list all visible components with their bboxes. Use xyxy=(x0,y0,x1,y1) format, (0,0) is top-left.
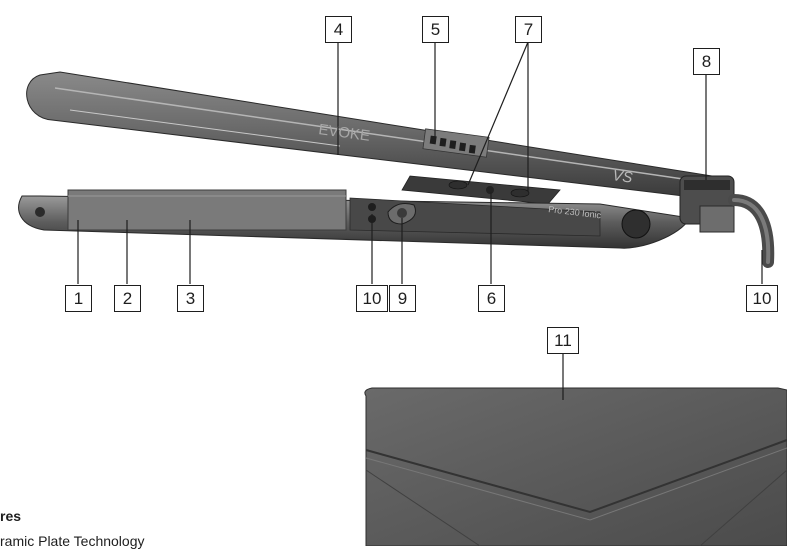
button-center xyxy=(486,186,494,194)
button-plus xyxy=(510,188,530,198)
features-heading-fragment: res xyxy=(0,508,22,524)
callout-11: 11 xyxy=(547,327,579,354)
callout-4: 4 xyxy=(325,16,352,43)
callout-6: 6 xyxy=(478,285,505,312)
callout-1: 1 xyxy=(65,285,92,312)
hinge-button xyxy=(621,209,651,239)
callout-9: 9 xyxy=(389,285,416,312)
travel-pouch xyxy=(364,387,787,546)
callout-5: 5 xyxy=(422,16,449,43)
callout-3: 3 xyxy=(177,285,204,312)
features-line-fragment: ramic Plate Technology xyxy=(0,533,145,549)
features-caption: res ramic Plate Technology xyxy=(0,505,200,552)
callout-2: 2 xyxy=(114,285,141,312)
lock-dot xyxy=(368,203,376,211)
callout-8: 8 xyxy=(693,48,720,75)
upper-arm: EVOKE VS xyxy=(26,71,713,205)
callout-10-lock: 10 xyxy=(356,285,388,312)
brand-vs-mark: VS xyxy=(611,167,633,186)
callout-10-cord: 10 xyxy=(746,285,778,312)
brand-evoke-mark: EVOKE xyxy=(317,121,370,145)
button-minus xyxy=(448,180,468,190)
ceramic-plate xyxy=(67,189,347,231)
display-segments xyxy=(429,135,476,154)
leader-lines xyxy=(77,41,763,400)
hinge-pin xyxy=(35,207,45,217)
callout-7: 7 xyxy=(515,16,542,43)
swivel-cord xyxy=(679,175,775,268)
lower-body: Pro 230 Ionic xyxy=(18,189,691,249)
